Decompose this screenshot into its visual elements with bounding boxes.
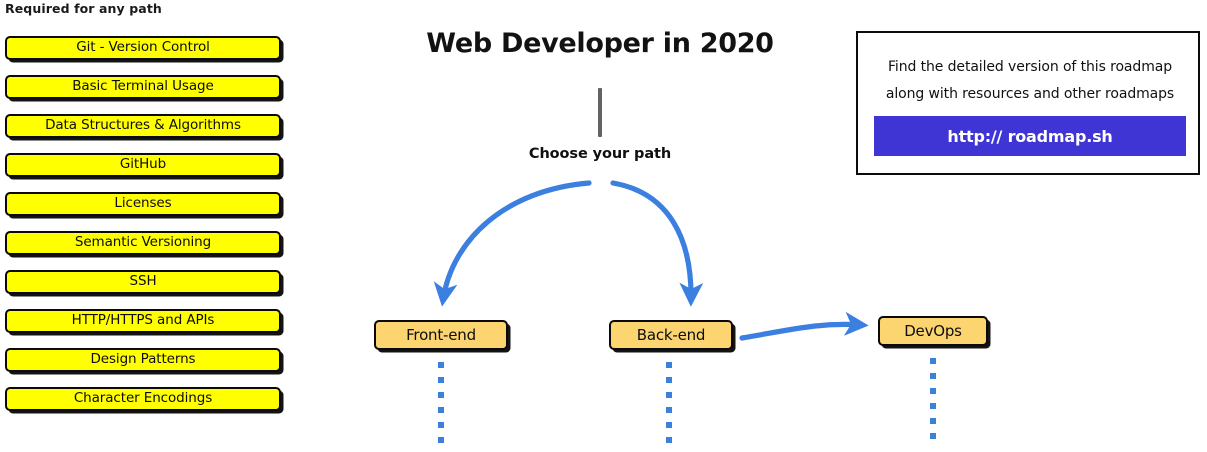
required-item-label: Character Encodings <box>73 390 213 407</box>
required-item-label: Design Patterns <box>90 351 196 368</box>
required-item-label: Licenses <box>114 195 172 212</box>
dotted-connector-frontend <box>438 362 444 452</box>
required-panel-heading: Required for any path <box>5 1 162 16</box>
title-stem-line <box>598 88 602 137</box>
info-card-line-2: along with resources and other roadmaps <box>885 86 1175 102</box>
required-item-basic-terminal-usage[interactable]: Basic Terminal Usage <box>5 75 281 99</box>
path-node-label: DevOps <box>904 321 962 340</box>
page-title: Web Developer in 2020 <box>426 28 774 59</box>
required-item-semantic-versioning[interactable]: Semantic Versioning <box>5 231 281 255</box>
required-item-ssh[interactable]: SSH <box>5 270 281 294</box>
required-item-label: Basic Terminal Usage <box>72 78 214 95</box>
required-item-data-structures-algorithms[interactable]: Data Structures & Algorithms <box>5 114 281 138</box>
arrow-to-backend <box>610 180 704 307</box>
arrow-to-frontend <box>433 180 592 307</box>
roadmap-link-label: http:// roadmap.sh <box>947 126 1113 146</box>
roadmap-info-card: Find the detailed version of this roadma… <box>856 31 1200 175</box>
required-item-character-encodings[interactable]: Character Encodings <box>5 387 281 411</box>
required-for-any-path-panel: Required for any path Git - Version Cont… <box>0 0 300 436</box>
dotted-connector-devops <box>930 358 936 448</box>
roadmap-link-button[interactable]: http:// roadmap.sh <box>874 116 1186 156</box>
required-item-label: SSH <box>129 273 157 290</box>
required-item-licenses[interactable]: Licenses <box>5 192 281 216</box>
required-item-label: GitHub <box>119 156 167 173</box>
path-node-label: Front-end <box>406 325 476 344</box>
info-card-line-1: Find the detailed version of this roadma… <box>887 59 1172 75</box>
path-node-label: Back-end <box>636 325 706 344</box>
required-item-github[interactable]: GitHub <box>5 153 281 177</box>
required-item-label: Git - Version Control <box>76 39 210 56</box>
choose-your-path-label: Choose your path <box>528 146 672 162</box>
path-node-backend[interactable]: Back-end <box>609 320 733 350</box>
required-item-git[interactable]: Git - Version Control <box>5 36 281 60</box>
path-node-frontend[interactable]: Front-end <box>374 320 508 350</box>
dotted-connector-backend <box>666 362 672 452</box>
arrow-backend-to-devops <box>739 311 869 341</box>
required-item-design-patterns[interactable]: Design Patterns <box>5 348 281 372</box>
required-item-http-https-apis[interactable]: HTTP/HTTPS and APIs <box>5 309 281 333</box>
required-item-label: HTTP/HTTPS and APIs <box>71 312 215 329</box>
required-item-label: Semantic Versioning <box>74 234 212 251</box>
path-node-devops[interactable]: DevOps <box>878 316 988 346</box>
required-item-label: Data Structures & Algorithms <box>45 117 241 134</box>
